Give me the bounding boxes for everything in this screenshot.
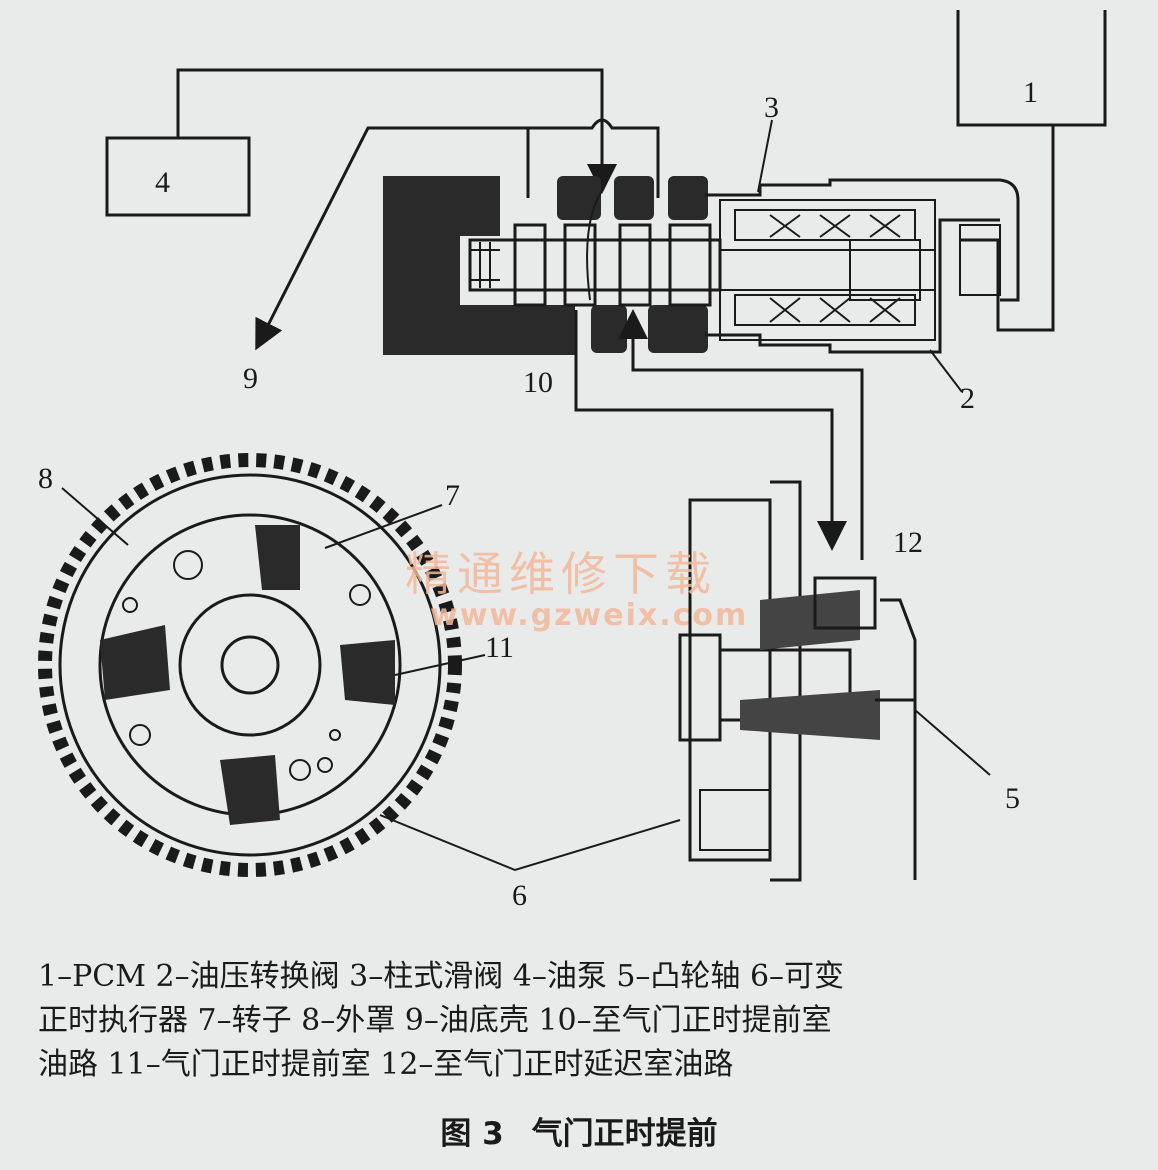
legend-line-1: 1–PCM 2–油压转换阀 3–柱式滑阀 4–油泵 5–凸轮轴 6–可变 — [38, 959, 845, 994]
figure-number: 图 3 — [440, 1116, 504, 1152]
actuator-section — [678, 480, 917, 882]
label-7-leader — [324, 504, 443, 549]
solenoid — [705, 178, 1020, 354]
spool-valve-housing — [383, 176, 722, 355]
figure-caption: 图 3 气门正时提前 — [0, 1108, 1158, 1153]
pcm-wire — [960, 125, 1055, 332]
label-5-leader — [914, 709, 991, 776]
label-6-leader — [379, 814, 681, 872]
label-12: 12 — [893, 526, 923, 559]
retard-passage-12 — [618, 309, 864, 560]
valve-timing-diagram: 1 2 3 4 5 6 7 8 9 10 11 12 精通维修下载 www.gz… — [38, 10, 1107, 912]
label-7: 7 — [445, 479, 460, 512]
pcm-box — [956, 10, 1107, 127]
label-6: 6 — [512, 879, 527, 912]
label-1: 1 — [1023, 76, 1038, 109]
oil-pump-box — [105, 136, 251, 217]
legend-line-2: 正时执行器 7–转子 8–外罩 9–油底壳 10–至气门正时提前室 — [38, 1003, 832, 1038]
label-4: 4 — [155, 166, 170, 199]
label-11-leader — [394, 654, 486, 676]
label-2-leader — [929, 349, 963, 393]
label-10: 10 — [523, 366, 553, 399]
label-3-leader — [757, 119, 773, 193]
watermark-url: www.gzweix.com — [430, 598, 748, 633]
inlet-flow — [586, 187, 605, 301]
label-5: 5 — [1005, 782, 1020, 815]
rotor-hub — [122, 550, 371, 781]
watermark-text: 精通维修下载 — [405, 547, 717, 601]
oil-pump-line — [176, 68, 617, 194]
label-2: 2 — [960, 382, 975, 415]
label-11: 11 — [485, 631, 514, 664]
label-9: 9 — [243, 362, 258, 395]
legend-line-3: 油路 11–气门正时提前室 12–至气门正时延迟室油路 — [38, 1047, 734, 1082]
drain-line — [526, 118, 660, 198]
figure-title: 气门正时提前 — [531, 1116, 718, 1152]
advance-passage-10 — [574, 310, 847, 551]
rotor-vanes — [100, 525, 395, 825]
label-3: 3 — [764, 91, 779, 124]
label-8: 8 — [38, 462, 53, 495]
oil-pan-arrow — [255, 126, 528, 351]
legend: 1–PCM 2–油压转换阀 3–柱式滑阀 4–油泵 5–凸轮轴 6–可变 正时执… — [38, 955, 1128, 1087]
label-8-leader — [61, 487, 129, 546]
